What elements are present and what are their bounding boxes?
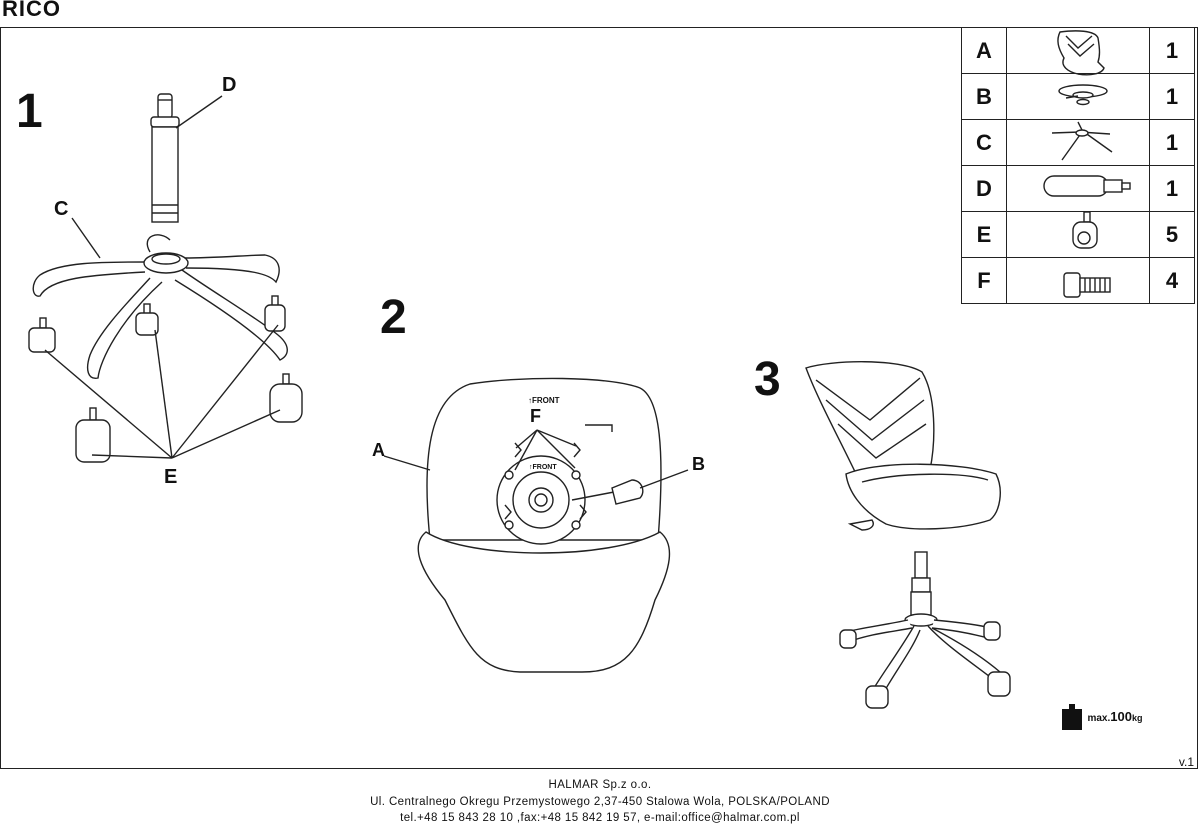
bolt-icon <box>1006 257 1150 304</box>
step-3-number: 3 <box>754 353 781 406</box>
gas-lift-illustration <box>150 93 180 223</box>
assembled-chair-illustration <box>805 361 1011 709</box>
part-letter: C <box>961 119 1007 166</box>
document-title: RICO <box>2 0 61 21</box>
part-quantity: 1 <box>1149 27 1195 74</box>
max-load-prefix: max. <box>1087 713 1111 725</box>
star-base-icon <box>1006 119 1150 166</box>
part-letter: F <box>961 257 1007 304</box>
label-A: A <box>372 440 385 460</box>
label-C: C <box>54 198 69 220</box>
part-letter: B <box>961 73 1007 120</box>
footer-contact: tel.+48 15 843 28 10 ,fax:+48 15 842 19 … <box>400 812 800 824</box>
part-quantity: 4 <box>1149 257 1195 304</box>
part-letter: A <box>961 27 1007 74</box>
mechanism-icon <box>1006 73 1150 120</box>
max-load-unit: kg <box>1131 713 1143 724</box>
part-letter: E <box>961 211 1007 258</box>
step-2-number: 2 <box>380 291 407 344</box>
max-load-value: 100 <box>1110 709 1132 725</box>
max-load-indicator: max.100kg <box>1061 704 1142 730</box>
part-quantity: 1 <box>1149 73 1195 120</box>
version-label: v.1 <box>1178 755 1194 769</box>
label-F: F <box>530 406 541 426</box>
label-B: B <box>692 454 705 474</box>
seat-underside-illustration <box>383 377 689 673</box>
casters-illustration <box>28 295 303 463</box>
part-quantity: 1 <box>1149 165 1195 212</box>
footer-address: Ul. Centralnego Okregu Przemystowego 2,3… <box>370 796 830 808</box>
instruction-frame <box>0 27 1198 769</box>
star-base-illustration <box>32 234 288 379</box>
step-1-number: 1 <box>16 85 43 138</box>
front-marker-mechanism: ↑FRONT <box>529 464 557 471</box>
label-D: D <box>222 74 237 96</box>
front-marker-top: ↑FRONT <box>528 396 560 405</box>
step1-leader-lines <box>44 95 281 459</box>
part-quantity: 5 <box>1149 211 1195 258</box>
seat-icon <box>1006 27 1150 74</box>
gas-lift-icon <box>1006 165 1150 212</box>
caster-icon <box>1006 211 1150 258</box>
footer-company: HALMAR Sp.z o.o. <box>548 779 652 791</box>
part-quantity: 1 <box>1149 119 1195 166</box>
part-letter: D <box>961 165 1007 212</box>
weight-icon <box>1062 704 1082 730</box>
label-E: E <box>164 466 178 488</box>
